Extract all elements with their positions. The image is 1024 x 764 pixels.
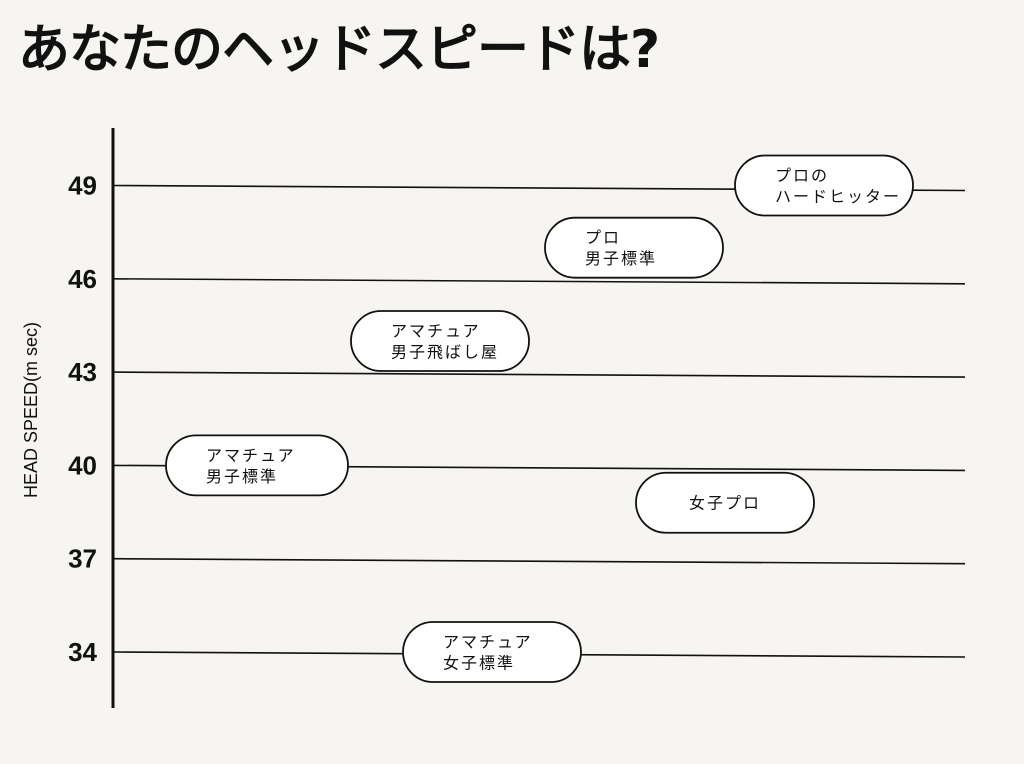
y-tick-label: 43: [68, 357, 97, 387]
grid-line-43: [112, 371, 966, 378]
y-tick-labels: 34 37 40 43 46 49: [68, 171, 97, 668]
grid-lines: [112, 184, 966, 658]
data-point-pill: [350, 310, 530, 372]
data-point-label-text: ハードヒッター: [775, 187, 901, 206]
y-tick-label: 49: [68, 171, 97, 201]
data-point-label-text: 男子標準: [585, 249, 657, 268]
y-tick-label: 37: [68, 544, 97, 574]
chart-title: あなたのヘッドスピードは?: [18, 20, 660, 80]
grid-line-46: [112, 278, 966, 285]
data-point-pill: [165, 434, 349, 497]
data-point-label-text: 男子標準: [206, 467, 278, 486]
data-point-label-text: 女子プロ: [689, 494, 761, 513]
data-point-pill: [635, 471, 815, 534]
y-axis-label: HEAD SPEED(m sec): [21, 322, 41, 498]
data-point-pill: [544, 216, 724, 279]
data-point-label-text: 女子標準: [443, 654, 515, 673]
data-labels: プロのハードヒッタープロ男子標準アマチュア男子飛ばし屋アマチュア男子標準女子プロ…: [165, 154, 914, 683]
y-tick-label: 34: [68, 637, 97, 667]
y-tick-label: 46: [68, 264, 97, 294]
data-point-label-text: アマチュア: [206, 446, 296, 465]
data-point-label-text: 男子飛ばし屋: [391, 343, 499, 362]
data-point-label-text: アマチュア: [443, 633, 533, 652]
data-point-label-text: アマチュア: [391, 322, 481, 341]
data-point-pill: [402, 621, 582, 683]
data-point-label-text: プロの: [775, 166, 829, 185]
y-tick-label: 40: [68, 450, 97, 480]
data-point-label: 女子プロ: [635, 471, 815, 534]
data-point-pill: [734, 154, 914, 217]
data-point-label-text: プロ: [585, 228, 621, 247]
grid-line-37: [112, 557, 966, 565]
